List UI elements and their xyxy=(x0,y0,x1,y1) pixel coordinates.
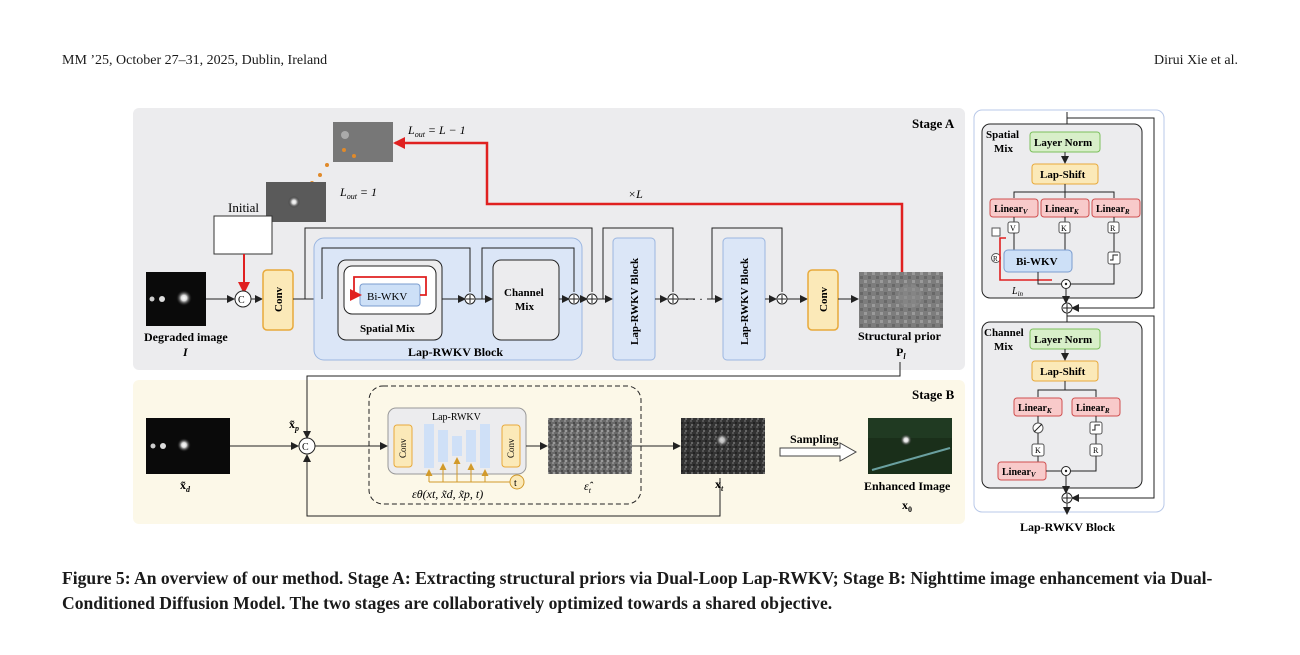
svg-text:Conv: Conv xyxy=(398,438,408,458)
outer-loop-arrow xyxy=(393,137,904,272)
prior-symbol: Pl xyxy=(896,345,906,361)
svg-text:Conv: Conv xyxy=(818,286,830,312)
predicted-noise-image xyxy=(548,418,632,474)
svg-text:LinearR: LinearR xyxy=(1076,403,1110,415)
stage-a-title: Stage A xyxy=(912,116,955,131)
lap-rwkv-block-label: Lap-RWKV Block xyxy=(408,345,503,359)
sampling-label: Sampling xyxy=(790,432,839,446)
svg-text:V: V xyxy=(1010,224,1016,233)
svg-text:LinearR: LinearR xyxy=(1096,204,1130,216)
svg-text:LinearV: LinearV xyxy=(1002,467,1037,479)
svg-text:Mix: Mix xyxy=(994,341,1013,353)
lout-mid-label: Lout= 1 xyxy=(339,185,377,201)
loop-output-top-thumbnail xyxy=(333,122,393,162)
stage-b-title: Stage B xyxy=(912,387,955,402)
svg-text:Lap-RWKV: Lap-RWKV xyxy=(432,412,482,423)
degraded-image xyxy=(146,272,206,326)
lin-label: Lin xyxy=(1011,286,1024,298)
x0-label: x0 xyxy=(902,498,912,514)
method-overview-figure: Stage A Lout= L − 1 Lout= 1 Initial Degr… xyxy=(133,108,1165,534)
svg-text:Bi-WKV: Bi-WKV xyxy=(367,291,407,303)
svg-text:K: K xyxy=(1035,446,1041,455)
xp-label: x̃p xyxy=(289,417,299,433)
svg-text:Channel: Channel xyxy=(984,327,1024,339)
loop-times-label: ×L xyxy=(628,187,643,201)
svg-text:Lap-RWKV Block: Lap-RWKV Block xyxy=(629,257,641,345)
linear-r-box xyxy=(1091,198,1141,218)
svg-text:Lap-RWKV Block: Lap-RWKV Block xyxy=(739,257,751,345)
sampling-arrow xyxy=(779,442,858,462)
svg-text:Layer Norm: Layer Norm xyxy=(1034,334,1092,346)
spatial-mix-label: Spatial Mix xyxy=(360,323,415,335)
svg-text:LinearK: LinearK xyxy=(1018,403,1053,415)
svg-text:Lap-Shift: Lap-Shift xyxy=(1040,366,1086,378)
svg-text:Conv: Conv xyxy=(273,286,285,312)
running-header-right: Dirui Xie et al. xyxy=(1154,53,1238,68)
xd-label: x̃d xyxy=(180,478,191,494)
eps-theta-label: εθ(xt, x̃d, x̃p, t) xyxy=(412,487,483,501)
denoiser-dashed-box xyxy=(368,385,642,505)
svg-text:R: R xyxy=(1093,446,1099,455)
xt-label: xt xyxy=(715,477,724,493)
svg-text:R: R xyxy=(1110,224,1116,233)
svg-text:Mix: Mix xyxy=(994,143,1013,155)
degraded-image-symbol: I xyxy=(182,345,189,359)
degraded-image-label: Degraded image xyxy=(144,330,228,344)
initial-label: Initial xyxy=(228,200,259,215)
initial-prior-box xyxy=(213,215,273,255)
timestep-icon xyxy=(509,474,525,490)
svg-text:Conv: Conv xyxy=(506,438,516,458)
svg-text:Spatial: Spatial xyxy=(986,129,1019,141)
ellipsis: · · · xyxy=(685,292,703,306)
svg-text:K: K xyxy=(1061,224,1067,233)
running-header-left: MM ’25, October 27–31, 2025, Dublin, Ire… xyxy=(62,53,328,68)
svg-text:Bi-WKV: Bi-WKV xyxy=(1016,256,1058,268)
lap-rwkv-detail-title: Lap-RWKV Block xyxy=(1020,520,1115,534)
svg-text:LinearV: LinearV xyxy=(994,204,1029,216)
eps-hat-label: ε̂t xyxy=(584,479,594,495)
lout-top-label: Lout= L − 1 xyxy=(407,123,466,139)
svg-text:Layer Norm: Layer Norm xyxy=(1034,137,1092,149)
enhanced-image-label: Enhanced Image xyxy=(864,479,951,493)
svg-text:Channel: Channel xyxy=(504,287,544,299)
svg-text:C: C xyxy=(302,442,309,453)
svg-text:t: t xyxy=(514,478,517,489)
svg-text:Lap-Shift: Lap-Shift xyxy=(1040,169,1086,181)
svg-text:Mix: Mix xyxy=(515,301,534,313)
svg-text:C: C xyxy=(238,295,245,306)
figure-caption: Figure 5: An overview of our method. Sta… xyxy=(62,568,1213,613)
channel-mix-box xyxy=(492,259,560,341)
structural-prior-label: Structural prior xyxy=(858,329,942,343)
svg-text:R: R xyxy=(993,255,998,263)
svg-text:LinearK: LinearK xyxy=(1045,204,1080,216)
conv-block-out xyxy=(807,269,839,331)
conv-block-in xyxy=(262,269,294,331)
